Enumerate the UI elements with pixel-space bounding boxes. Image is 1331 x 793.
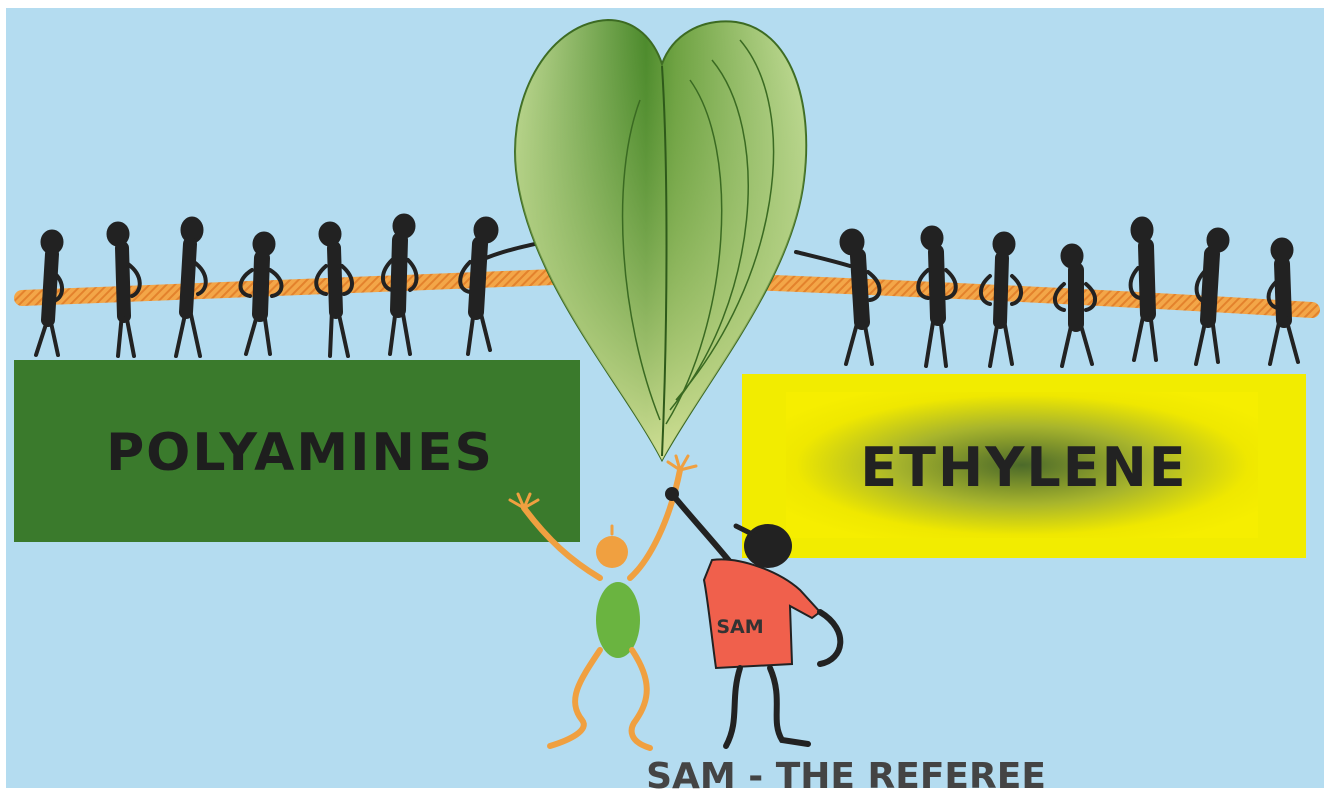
ethylene-label: ETHYLENE [860,436,1187,499]
referee-caption: SAM - THE REFEREE [646,756,1046,793]
ethylene-box: ETHYLENE [742,374,1306,558]
polyamines-label: POLYAMINES [106,423,494,483]
referee-shirt-label: SAM [716,616,763,638]
polyamines-box: POLYAMINES [14,360,580,542]
